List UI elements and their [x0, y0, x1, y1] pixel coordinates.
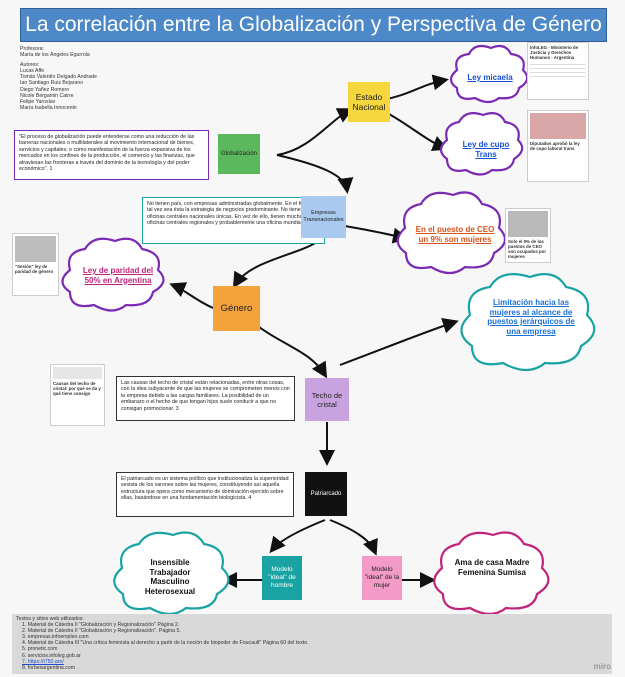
thumb-title: Solo el 9% de los puestos de CEO son ocu… [508, 239, 547, 259]
sticky-techo: Techo de cristal [305, 378, 349, 421]
reference-item: 8. forbesargentina.com [22, 664, 76, 671]
sticky-modelo-mujer: Modelo "ideal" de la mujer [362, 556, 402, 600]
cloud-ceo-label[interactable]: En el puesto de CEO un 9% son mujeres [415, 225, 495, 244]
author-item: Felipe Yaroslav [20, 98, 56, 105]
thumb-title: InfoLEG - Ministerio de Justicia y Derec… [530, 45, 579, 60]
connector [269, 519, 326, 554]
author-item: María Isabella Innocente [20, 104, 77, 111]
connector [276, 108, 354, 156]
note-techo: Las causas del techo de cristal están re… [116, 376, 295, 421]
connector [329, 519, 378, 556]
connector [381, 74, 449, 101]
references-heading: Textos y sitios web utilizados: [16, 616, 84, 622]
cloud-mujer-label: Ama de casa Madre Femenina Sumisa [454, 558, 530, 577]
article-thumbnail[interactable]: Diputados aprobó la ley de cupo laboral … [527, 110, 589, 182]
reference-item: 1. Material de Cátedra II "Globalización… [22, 622, 180, 629]
cloud-cupo [439, 112, 524, 176]
author-item: Diego Yañez Romero [20, 86, 70, 93]
article-thumbnail[interactable]: "Sesión" ley de paridad de género [12, 233, 59, 296]
note-globalizacion: "El proceso de globalización puede enten… [14, 130, 209, 180]
page-title: La correlación entre la Globalización y … [25, 13, 602, 36]
note-patriarcado: El patriarcado es un sistema político qu… [116, 472, 294, 517]
connector [339, 318, 459, 366]
professor-label: Profesora: [20, 46, 44, 52]
reference-item: 6. servicios.infoleg.gob.ar [22, 652, 81, 659]
thumb-title: "Sesión" ley de paridad de género [15, 264, 54, 274]
cloud-limitacion [460, 273, 596, 372]
sticky-empresas: Empresas Transnacionales [301, 196, 346, 238]
cloud-hombre [113, 531, 230, 616]
author-item: Lucas Affe [20, 68, 45, 75]
cloud-hombre-label: Insensible Trabajador Masculino Heterose… [144, 558, 196, 596]
sticky-modelo-hombre: Modelo "ideal" de hombre [262, 556, 302, 600]
connector [344, 225, 409, 244]
cloud-paridad [61, 237, 165, 312]
cloud-mujer [433, 531, 550, 616]
professor-name: María de los Ángeles Egurrola [20, 52, 90, 59]
reference-item: 2. Material de Cátedra II "Globalización… [22, 628, 181, 635]
article-thumbnail[interactable]: Causas del techo de cristal: por qué se … [50, 364, 105, 426]
credits: Profesora: María de los Ángeles Egurrola… [20, 46, 170, 111]
article-thumbnail[interactable]: Solo el 9% de los puestos de CEO son ocu… [505, 208, 551, 263]
sticky-globalizacion: Globalización [218, 134, 260, 174]
authors-label: Autores: [20, 62, 40, 69]
cloud-paridad-label[interactable]: Ley de paridad del 50% en Argentina [82, 266, 154, 285]
cloud-micaela-label[interactable]: Ley micaela [467, 73, 513, 82]
author-item: Nicole Bergamin Cairre [20, 92, 74, 99]
connector [276, 154, 354, 194]
connector [381, 109, 449, 151]
note-empresas: No tienen país, con empresas administrad… [142, 197, 325, 244]
title-bar: La correlación entre la Globalización y … [20, 8, 607, 42]
cloud-cupo-label[interactable]: Ley de cupo Trans [462, 140, 510, 159]
sticky-estado: Estado Nacional [348, 82, 390, 122]
sticky-patriarcado: Patriarcado [305, 472, 347, 516]
reference-item: 3. empresas.infoempleo.com [22, 634, 89, 641]
author-item: Tomás Valentín Delgado Andrade [20, 74, 97, 81]
connector [249, 319, 328, 379]
miro-watermark: miro [593, 662, 611, 671]
author-item: Ian Santiago Ruiz Bejarano [20, 80, 84, 87]
article-thumbnail[interactable]: InfoLEG - Ministerio de Justicia y Derec… [527, 42, 589, 100]
cloud-limitacion-label[interactable]: Limitación hacia las mujeres al alcance … [487, 298, 575, 336]
thumb-title: Diputados aprobó la ley de cupo laboral … [530, 141, 580, 151]
thumb-title: Causas del techo de cristal: por qué se … [53, 381, 101, 396]
cloud-ceo [396, 191, 506, 275]
sticky-genero: Género [213, 286, 260, 331]
reference-item: 5. pronetic.com [22, 646, 58, 653]
reference-link[interactable]: 7. https://t750.arn/ [22, 658, 64, 665]
connector [169, 282, 214, 309]
connector [232, 239, 321, 289]
references-panel: Textos y sitios web utilizados: 1. Mater… [12, 614, 612, 674]
reference-item: 4. Material de Cátedra III "Una crítica … [22, 640, 309, 647]
